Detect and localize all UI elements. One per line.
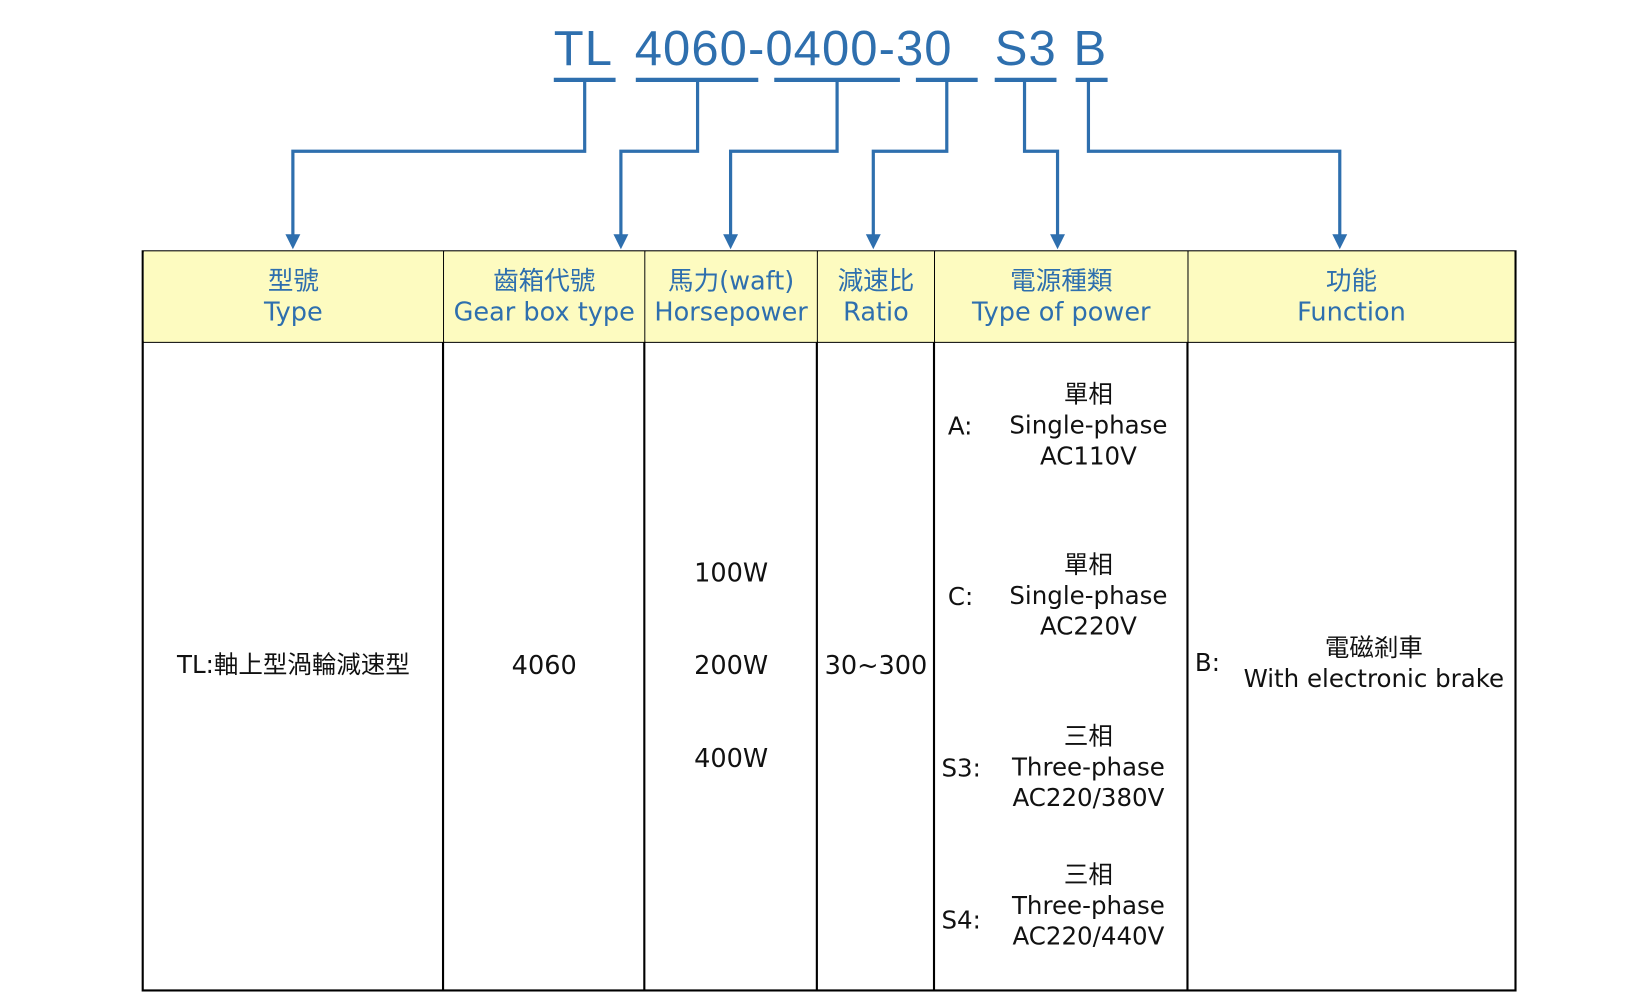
gearbox-value: 4060 bbox=[511, 650, 577, 681]
ratio-value: 30~300 bbox=[824, 650, 928, 681]
arrow-power bbox=[1022, 79, 1060, 237]
header-horsepower: 馬力(waft)Horsepower bbox=[645, 251, 817, 342]
code-type: TL bbox=[553, 20, 614, 76]
code-gearbox-hp-ratio: 4060-0400-30 bbox=[634, 20, 953, 76]
code-function: B bbox=[1073, 20, 1108, 76]
arrow-ratio bbox=[871, 79, 949, 237]
arrow-gearbox bbox=[619, 79, 700, 237]
code-power: S3 bbox=[994, 20, 1057, 76]
type-value: TL:軸上型渦輪減速型 bbox=[176, 651, 410, 680]
arrow-hp bbox=[728, 79, 839, 237]
arrow-function bbox=[1086, 79, 1342, 237]
arrow-type bbox=[291, 79, 587, 237]
